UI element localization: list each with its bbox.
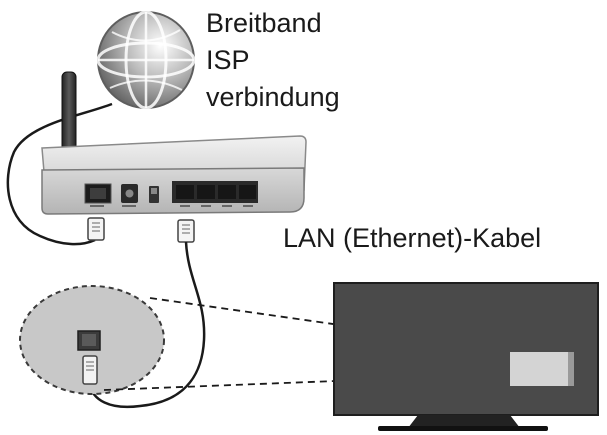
router-icon [41,135,307,215]
lan-plug [177,219,195,243]
isp-label-line2: ISP [206,45,250,75]
isp-label-line3: verbindung [206,82,340,112]
wan-plug [87,217,105,241]
isp-connection-label: Breitband ISP verbindung [206,5,340,116]
isp-label-line1: Breitband [206,8,322,38]
isp-cable [6,102,113,246]
lan-cable [88,241,206,409]
tv-port-zoom [19,285,165,395]
globe-icon [96,10,196,110]
zoom-guide-bottom [103,373,517,391]
lan-cable-label: LAN (Ethernet)-Kabel [283,223,542,253]
tv-icon [333,282,599,431]
